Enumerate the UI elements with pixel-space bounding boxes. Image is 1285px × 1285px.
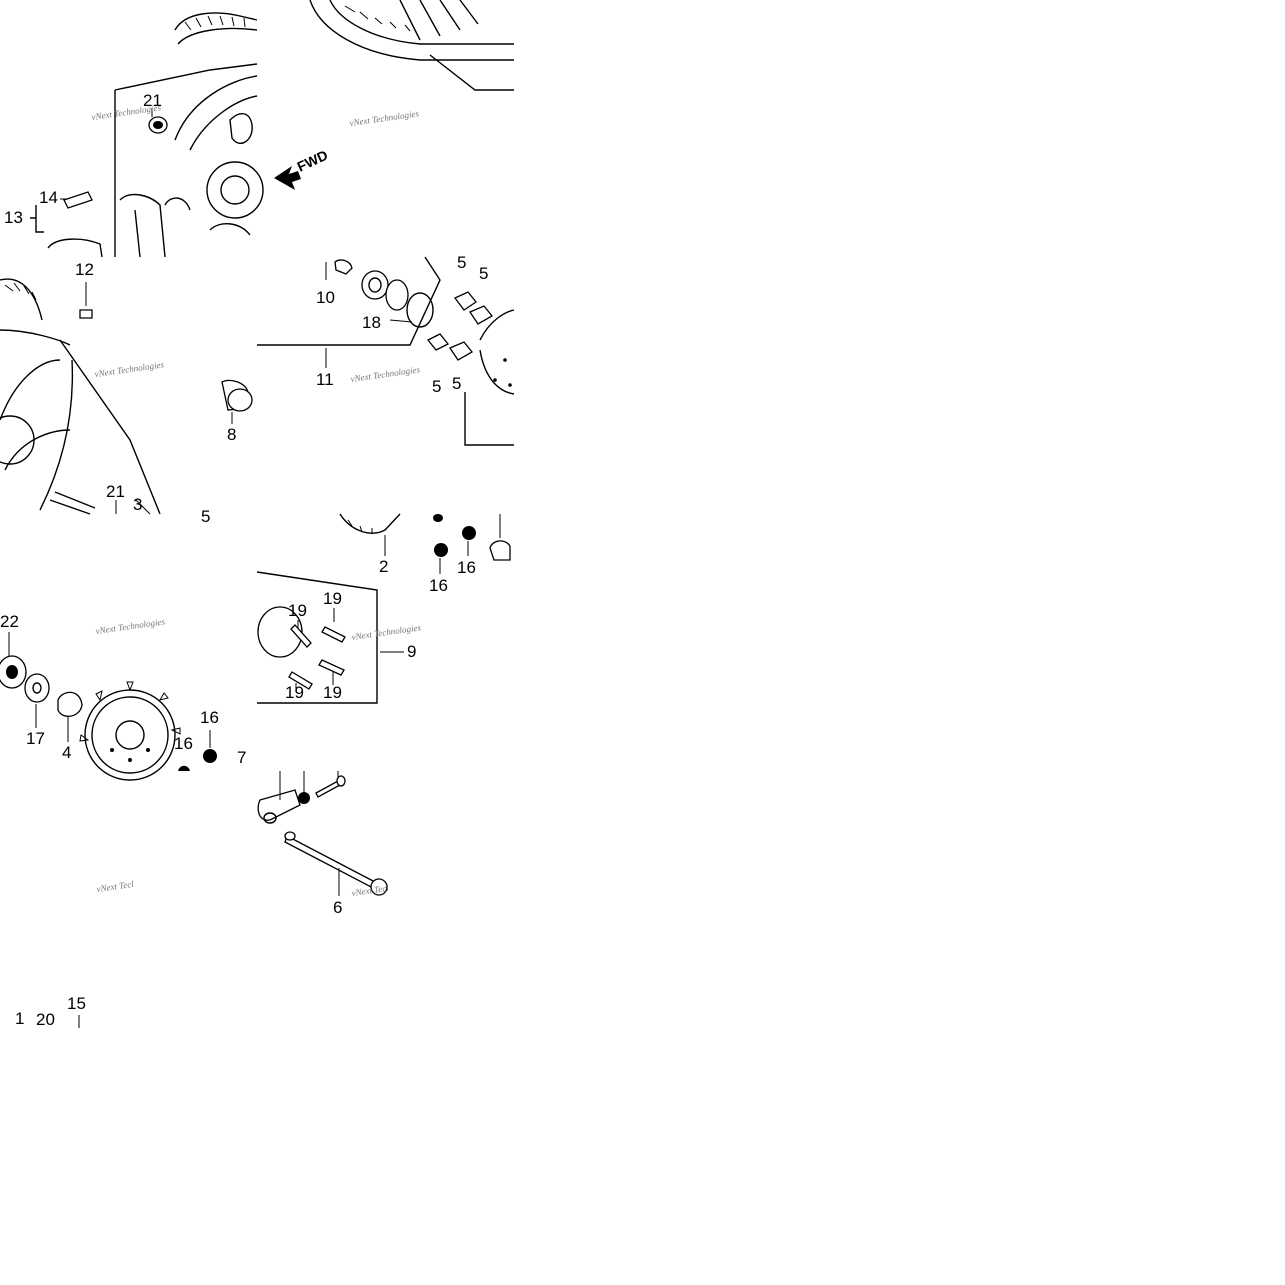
fwd-arrow-icon xyxy=(274,166,301,190)
callout-5: 5 xyxy=(457,253,466,272)
callout-19: 19 xyxy=(285,683,304,702)
callout-11: 11 xyxy=(316,370,334,389)
callout-4: 4 xyxy=(62,743,71,762)
callout-5: 5 xyxy=(479,264,488,283)
callout-5: 5 xyxy=(432,377,441,396)
callout-12: 12 xyxy=(75,260,94,279)
callout-10: 10 xyxy=(316,288,335,307)
callout-16: 16 xyxy=(457,558,476,577)
callout-5: 5 xyxy=(201,507,210,526)
watermark: vNext Technologies xyxy=(351,622,422,642)
fwd-label: FWD xyxy=(295,147,331,175)
callout-22: 22 xyxy=(0,612,19,631)
callout-labels: 21 14 13 12 10 18 11 5 5 5 5 8 21 3 5 2 … xyxy=(0,91,488,1029)
callout-8: 8 xyxy=(227,425,236,444)
tile-hub-left xyxy=(0,278,253,515)
callout-19: 19 xyxy=(323,589,342,608)
callout-19: 19 xyxy=(288,601,307,620)
callout-6: 6 xyxy=(333,898,342,917)
callout-18: 18 xyxy=(362,313,381,332)
callout-1: 1 xyxy=(15,1009,24,1028)
watermark: vNext Technologies xyxy=(349,108,420,128)
watermark: vNext Tecl xyxy=(351,883,390,898)
callout-16: 16 xyxy=(429,576,448,595)
callout-21: 21 xyxy=(106,482,125,501)
tile-cush-drive xyxy=(257,256,515,446)
callout-5: 5 xyxy=(452,374,461,393)
callout-7: 7 xyxy=(237,748,246,767)
callout-14: 14 xyxy=(39,188,58,207)
callout-3: 3 xyxy=(133,495,142,514)
callout-21: 21 xyxy=(143,91,162,110)
callout-15: 15 xyxy=(67,994,86,1013)
callout-9: 9 xyxy=(407,642,416,661)
callout-2: 2 xyxy=(379,557,388,576)
watermark: vNext Tecl xyxy=(96,879,135,894)
callout-17: 17 xyxy=(26,729,45,748)
tile-wheel-upper: FWD xyxy=(274,0,514,190)
callout-19: 19 xyxy=(323,683,342,702)
tile-sprocket xyxy=(0,632,217,781)
watermark: vNext Technologies xyxy=(95,616,166,636)
callout-16: 16 xyxy=(200,708,219,727)
watermark: vNext Technologies xyxy=(94,359,165,379)
tile-swingarm-upper xyxy=(30,12,264,258)
callout-16: 16 xyxy=(174,734,193,753)
watermark: vNext Technologies xyxy=(350,364,421,384)
tile-studs xyxy=(256,513,511,896)
callout-13: 13 xyxy=(4,208,23,227)
callout-20: 20 xyxy=(36,1010,55,1029)
